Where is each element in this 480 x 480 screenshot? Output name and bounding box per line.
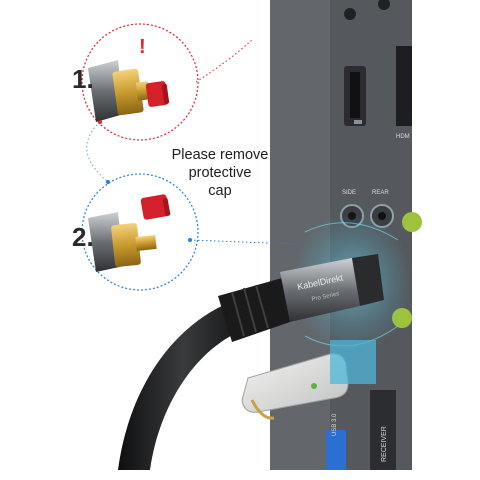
- step-two-connector: [88, 194, 171, 272]
- cable-series-label: Pro Series: [311, 291, 340, 303]
- step-two-number: 2.: [72, 222, 94, 252]
- dotted-guide-lines: [86, 39, 297, 245]
- step-one-connector: [88, 60, 170, 122]
- cable: [118, 254, 384, 470]
- usb-stick: [241, 340, 376, 420]
- port-label-usb: USB 3.0: [332, 413, 338, 436]
- port-label-hdmi: HDM: [396, 134, 410, 140]
- step-two-circle: [81, 173, 199, 291]
- port-label-receiver: RECEIVER: [381, 426, 388, 462]
- caption-line-1: Please remove: [171, 147, 269, 163]
- guide-dot-blue-2: [188, 238, 192, 242]
- caption-line-2: protective: [188, 165, 252, 181]
- instruction-caption: Please remove protective cap: [168, 146, 272, 200]
- guide-dot-blue-1: [106, 180, 110, 184]
- caption-line-3: cap: [208, 183, 232, 199]
- port-label-rear: REAR: [372, 190, 389, 196]
- port-label-side: SIDE: [342, 190, 356, 196]
- step-one-circle: [81, 23, 199, 141]
- guide-dot-red: [98, 120, 102, 124]
- warning-mark: !: [139, 36, 146, 58]
- step-one-number: 1.: [72, 64, 94, 94]
